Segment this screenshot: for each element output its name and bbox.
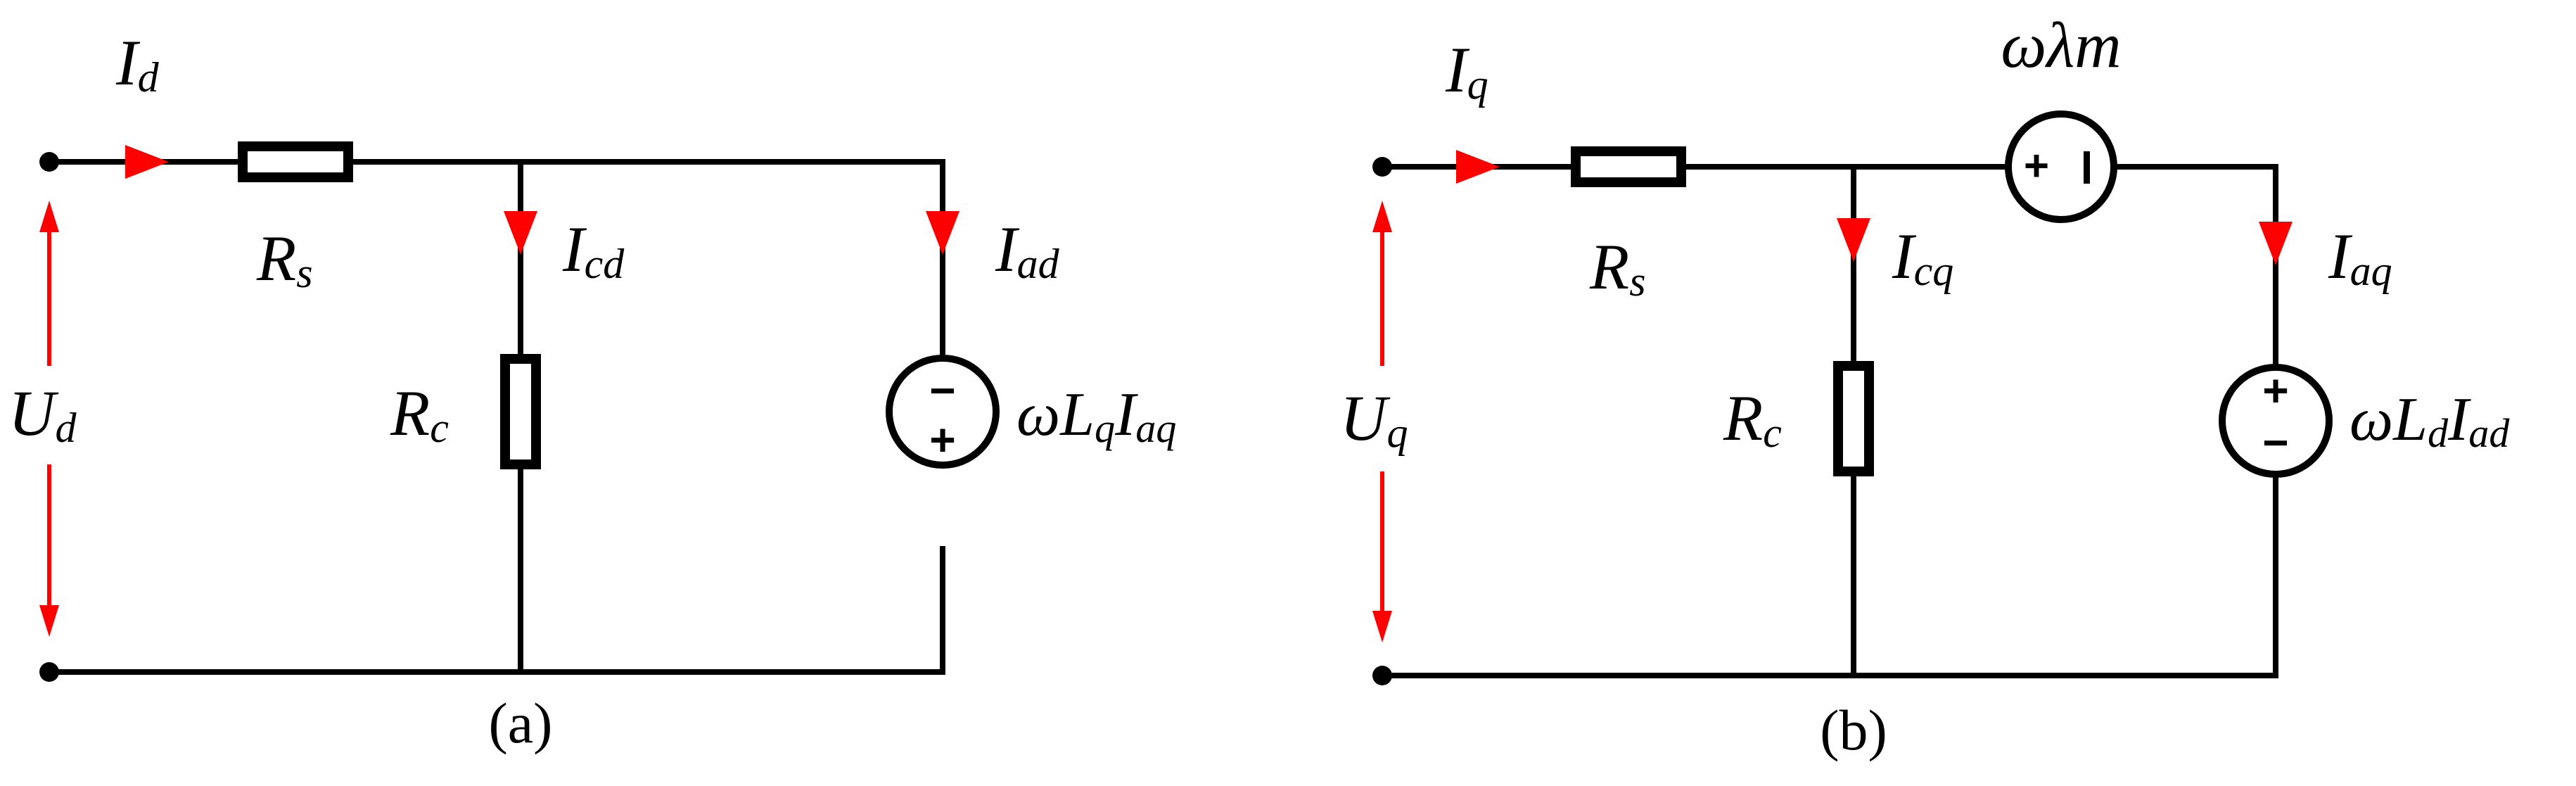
- source-a-bottom-sign: +: [929, 414, 955, 465]
- source-a-top-sign: −: [929, 365, 955, 416]
- wire-b-bottom: [1379, 472, 2278, 678]
- wire-a-bottom: [46, 546, 945, 675]
- voltage-arrowhead-b-up: [1372, 201, 1392, 232]
- resistor-b-rs: [1571, 146, 1686, 187]
- label-a-rs: Rs: [256, 222, 313, 296]
- source-b-series-right-sign: [2084, 151, 2090, 184]
- label-b-icq: Icq: [1892, 220, 1953, 294]
- arrow-a-icd: [504, 211, 537, 255]
- source-b: [2219, 364, 2333, 478]
- source-b-series: [2005, 110, 2117, 223]
- resistor-a-rs: [238, 141, 353, 182]
- label-b-rs: Rs: [1589, 231, 1646, 305]
- circuit-b: + + − Iq ωλm Rs Icq Iaq Uq Rc: [1340, 9, 2510, 762]
- label-b-iaq: Iaq: [2328, 220, 2392, 294]
- arrow-b-iq: [1456, 150, 1500, 184]
- label-b-uq: Uq: [1340, 382, 1408, 456]
- label-a-rc: Rc: [390, 377, 449, 451]
- arrow-a-iad: [926, 211, 959, 255]
- source-b-top-sign: +: [2262, 365, 2288, 416]
- arrow-b-iaq: [2259, 222, 2293, 265]
- caption-b: (b): [1820, 698, 1887, 762]
- source-a: [886, 355, 1000, 469]
- label-b-source: ωLdIad: [2349, 386, 2510, 456]
- circuit-a: − + Id Rs Icd Iad Ud Rc ωLqIaq: [8, 27, 1176, 755]
- resistor-b-rc: [1833, 361, 1874, 476]
- source-b-series-left-sign: +: [2024, 141, 2049, 190]
- label-a-iad: Iad: [995, 213, 1060, 287]
- terminal-a-top: [39, 152, 59, 172]
- resistor-a-rc: [500, 354, 541, 469]
- label-a-current-in: Id: [115, 27, 160, 101]
- terminal-a-bottom: [39, 662, 59, 682]
- label-b-current-in: Iq: [1445, 34, 1488, 108]
- voltage-arrowhead-b-down: [1372, 611, 1392, 642]
- label-a-icd: Icd: [562, 213, 625, 287]
- label-b-series-source: ωλm: [2001, 9, 2121, 81]
- arrow-b-icq: [1837, 218, 1870, 262]
- source-b-bottom-sign: −: [2262, 417, 2288, 468]
- voltage-arrowhead-a-up: [39, 201, 59, 232]
- wire-a-top: [46, 159, 945, 460]
- label-a-source: ωLqIaq: [1016, 381, 1176, 451]
- terminal-b-bottom: [1372, 666, 1392, 685]
- label-b-rc: Rc: [1723, 382, 1782, 456]
- arrow-a-id: [125, 145, 169, 179]
- caption-a: (a): [488, 691, 552, 755]
- label-a-ud: Ud: [8, 377, 77, 451]
- wire-b-top-right: [2111, 164, 2278, 369]
- voltage-arrowhead-a-down: [39, 605, 59, 637]
- terminal-b-top: [1372, 157, 1392, 177]
